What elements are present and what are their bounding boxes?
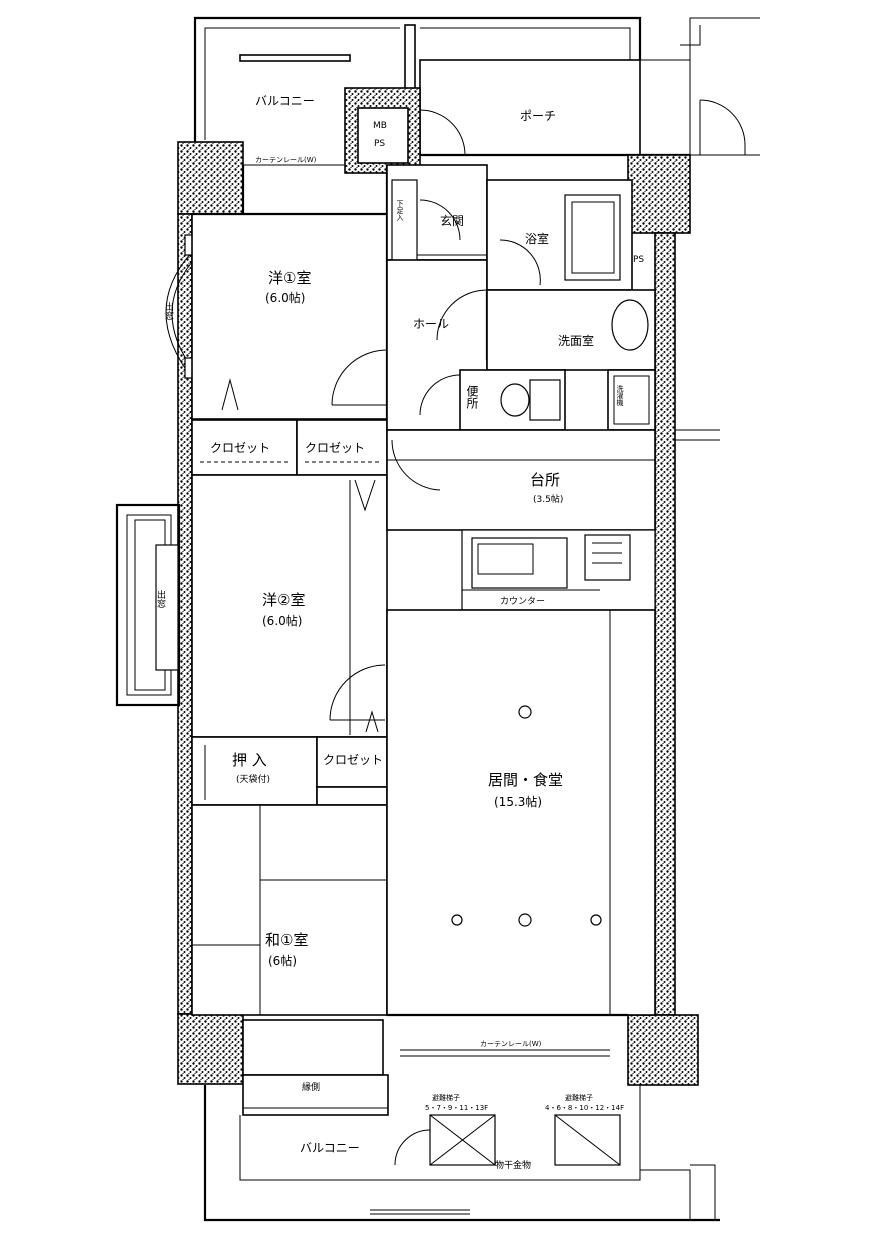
note-right-title: 避難梯子 [565, 1093, 593, 1102]
note-left-floors: 5・7・9・11・13F [425, 1104, 488, 1112]
oshiire-sub: (天袋付) [236, 773, 270, 785]
porch-area [419, 59, 760, 157]
hall-label: ホール [413, 317, 449, 331]
storage-label: 物干金物 [495, 1159, 531, 1171]
washroom [486, 289, 656, 431]
entrance-label: 玄関 [440, 213, 464, 228]
bath-label: 浴室 [525, 231, 549, 246]
living-size: (15.3帖) [494, 794, 542, 809]
note-left-title: 避難梯子 [432, 1093, 460, 1102]
balcony-top-label: バルコニー [255, 94, 315, 108]
kitchen [386, 429, 656, 611]
balcony-bottom-area [203, 1085, 720, 1222]
western1-name: 洋①室 [268, 269, 311, 287]
western2-size: (6.0帖) [262, 613, 302, 628]
laundry-label: 洗濯機 [616, 384, 624, 407]
mb-ps-box [344, 87, 466, 174]
western-room-2 [191, 474, 388, 738]
curtain-rail-top-label: カーテンレール(W) [255, 156, 317, 164]
bath [486, 179, 633, 291]
note-right-floors: 4・6・8・10・12・14F [545, 1104, 624, 1112]
bay-window2-label: 出窓 [155, 589, 166, 608]
balcony-bottom-label: バルコニー [300, 1141, 360, 1155]
curtain-rail-bottom-label: カーテンレール(W) [480, 1040, 542, 1048]
western1-size: (6.0帖) [265, 290, 305, 305]
toilet-label: 便所 [465, 385, 479, 409]
engawa-label: 縁側 [302, 1081, 320, 1093]
washitsu-size: (6帖) [268, 953, 297, 968]
washitsu [191, 804, 389, 1116]
washroom-label: 洗面室 [558, 333, 594, 348]
kitchen-size: (3.5帖) [533, 493, 563, 505]
counter-label: カウンター [500, 596, 545, 607]
closet2-label: クロゼット [305, 441, 365, 455]
western2-name: 洋②室 [262, 591, 305, 609]
ps-label: PS [374, 139, 385, 149]
bay-window-2 [115, 503, 181, 707]
kitchen-name: 台所 [530, 471, 560, 489]
living-name: 居間・食堂 [488, 771, 563, 789]
living-dining [386, 529, 656, 1057]
washitsu-name: 和①室 [265, 931, 308, 949]
closet1-label: クロゼット [210, 441, 270, 455]
right-wall [627, 154, 720, 1086]
storage-row [191, 736, 388, 806]
shoe-box-label: 下足入 [396, 200, 404, 221]
toilet [459, 369, 566, 431]
ps-right-label: PS [633, 255, 644, 265]
mb-label: MB [373, 121, 387, 131]
balcony-top-area [193, 16, 760, 145]
porch-label: ポーチ [520, 109, 556, 123]
oshiire-label: 押 入 [232, 751, 267, 769]
closet3-label: クロゼット [323, 753, 383, 767]
western-room-1 [191, 165, 389, 420]
bay-window-label: 出窓 [163, 301, 174, 320]
